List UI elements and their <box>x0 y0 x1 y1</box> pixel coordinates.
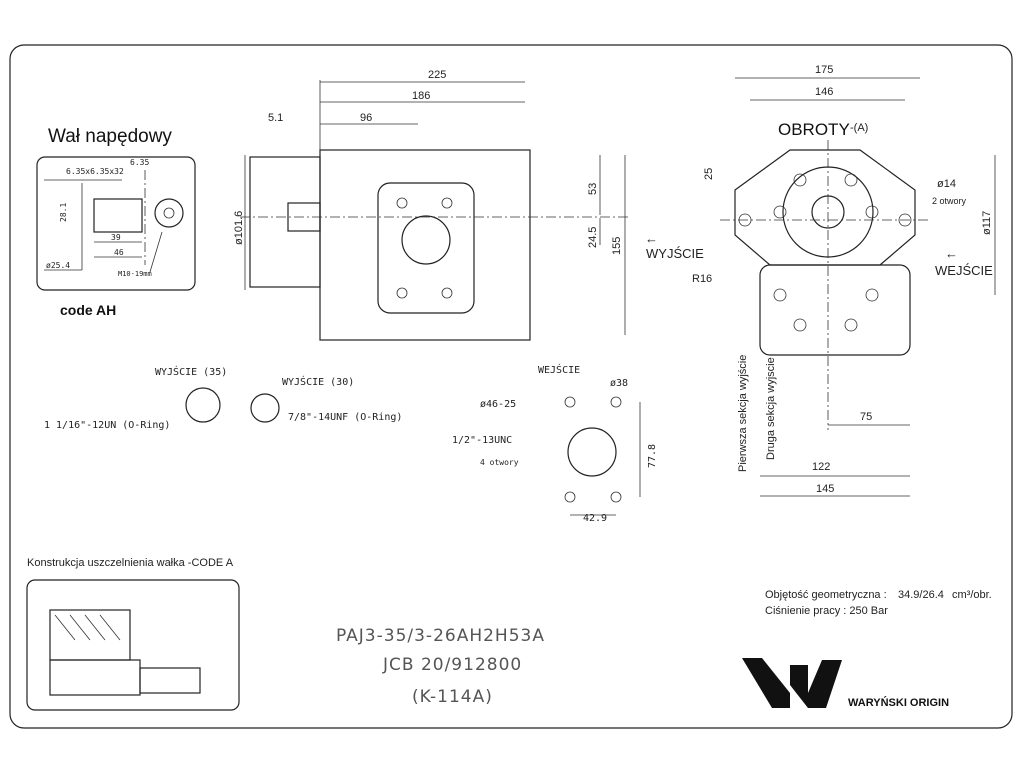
port-inlet-label: WEJŚCIE <box>538 363 580 376</box>
port-out35-thread: 1 1/16"-12UN (O-Ring) <box>44 420 170 431</box>
dim-96: 96 <box>360 112 372 124</box>
label-second-section: Druga sekcja wyjscie <box>765 357 777 460</box>
spec-volume-unit: cm³/obr. <box>952 589 992 601</box>
arrow-left-icon: ← <box>945 246 958 261</box>
shaft-code: code AH <box>60 302 116 318</box>
dim-225: 225 <box>428 69 446 81</box>
dim-175: 175 <box>815 64 833 76</box>
waryński-logo: WARYŃSKI ORIGIN <box>742 658 949 709</box>
dim-24-5: 24.5 <box>587 227 599 248</box>
spec-volume-label: Objętość geometryczna : <box>765 589 887 601</box>
shaft-dim-281: 28.1 <box>59 203 68 222</box>
dim-101-6: ø101.6 <box>233 211 245 245</box>
arrow-left-icon: ← <box>645 231 658 246</box>
logo-text: WARYŃSKI ORIGIN <box>848 696 949 709</box>
label-first-section: Pierwsza sekcja wyjście <box>737 355 749 472</box>
seal-detail-box <box>26 579 240 711</box>
shaft-dim-635: 6.35 <box>130 158 149 167</box>
dim-5-1: 5.1 <box>268 112 283 124</box>
pump-side-view <box>240 80 630 341</box>
port-out35-drawing <box>185 387 221 423</box>
spec-pressure: Ciśnienie pracy : 250 Bar <box>765 605 888 617</box>
port-inlet-d38: ø38 <box>610 378 628 389</box>
shaft-title: Wał napędowy <box>48 126 172 147</box>
dim-146: 146 <box>815 86 833 98</box>
dim-122: 122 <box>812 461 830 473</box>
port-inlet-holes: 4 otwory <box>480 458 519 467</box>
port-inlet-thread: 1/2"-13UNC <box>452 435 512 446</box>
shaft-dim-254: ø25.4 <box>46 261 70 270</box>
dim-155: 155 <box>611 237 623 255</box>
port-out35-label: WYJŚCIE (35) <box>155 365 227 378</box>
dim-r16: R16 <box>692 273 712 285</box>
seal-detail-drawing <box>49 609 201 696</box>
port-out30-thread: 7/8"-14UNF (O-Ring) <box>288 412 402 423</box>
port-inlet-drawing <box>564 396 641 516</box>
dim-25: 25 <box>703 168 715 180</box>
label-inlet: WEJŚCIE <box>935 263 993 278</box>
model-line1: PAJ3-35/3-26AH2H53A <box>336 626 545 646</box>
dim-145: 145 <box>816 483 834 495</box>
shaft-detail-drawing <box>44 170 184 273</box>
label-rotation: OBROTY <box>778 120 850 139</box>
dim-186: 186 <box>412 90 430 102</box>
port-out30-label: WYJŚCIE (30) <box>282 375 354 388</box>
shaft-detail-box <box>36 156 196 291</box>
drawing-frame <box>9 44 1013 729</box>
shaft-dim-39: 39 <box>111 233 121 242</box>
port-inlet-d429: 42.9 <box>583 513 607 524</box>
port-inlet-d778: 77.8 <box>647 444 658 468</box>
shaft-thread: M10-19mm <box>118 270 152 278</box>
rotation-direction: -(A) <box>850 122 868 134</box>
shaft-dim-46: 46 <box>114 248 124 257</box>
shaft-key-dim: 6.35x6.35x32 <box>66 167 124 176</box>
seal-title: Konstrukcja uszczelnienia wałka -CODE A <box>27 557 234 569</box>
spec-volume-value: 34.9/26.4 <box>898 589 944 601</box>
dim-75: 75 <box>860 411 872 423</box>
dim-14: ø14 <box>937 178 956 190</box>
holes-count: 2 otwory <box>932 196 967 206</box>
dim-53: 53 <box>587 183 599 195</box>
port-out30-drawing <box>250 393 280 423</box>
port-inlet-d46: ø46-25 <box>480 399 516 410</box>
label-outlet: WYJŚCIE <box>646 246 704 261</box>
model-line2: JCB 20/912800 <box>382 655 522 675</box>
dim-117: ø117 <box>981 211 993 235</box>
model-line3: (K-114A) <box>412 687 493 707</box>
pump-front-view <box>720 77 996 497</box>
